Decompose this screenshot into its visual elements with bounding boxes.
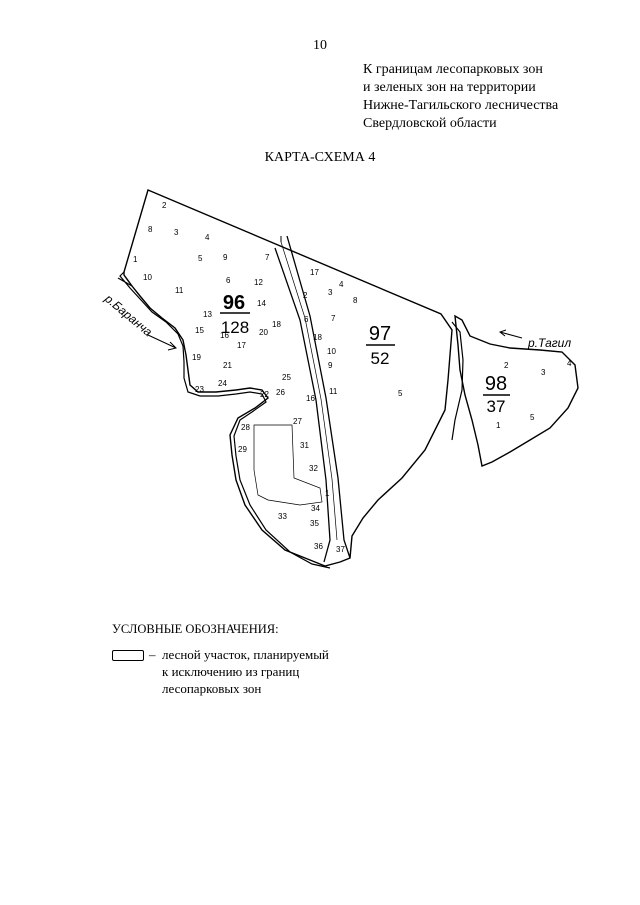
plot-number: 23 xyxy=(195,385,204,394)
plot-number: 18 xyxy=(313,333,322,342)
map-title: КАРТА-СХЕМА 4 xyxy=(264,150,376,165)
plot-number: 9 xyxy=(223,253,228,262)
plot-number: 20 xyxy=(259,328,268,337)
plot-number: 15 xyxy=(195,326,204,335)
block-number: 98 xyxy=(485,373,507,395)
plot-number: 19 xyxy=(192,353,201,362)
plot-number: 27 xyxy=(293,417,302,426)
plot-number: 16 xyxy=(306,394,315,403)
legend-dash: – xyxy=(149,647,156,662)
plot-number: 26 xyxy=(276,388,285,397)
plot-number: 37 xyxy=(336,545,345,554)
block-label-96: 96 128 xyxy=(220,292,250,337)
plot-number: 1 xyxy=(496,421,501,430)
plot-number: 25 xyxy=(282,373,291,382)
legend-text: лесной участок, планируемый к исключению… xyxy=(162,646,329,697)
plot-number: 4 xyxy=(339,280,344,289)
plot-number: 7 xyxy=(331,314,336,323)
header-line: Свердловской области xyxy=(363,116,497,131)
plot-number: 16 xyxy=(220,331,229,340)
plot-number: 5 xyxy=(530,413,535,422)
plot-number: 11 xyxy=(175,286,184,295)
plot-number: 5 xyxy=(398,389,403,398)
plot-number: 17 xyxy=(310,268,319,277)
block-number: 97 xyxy=(369,323,391,345)
plot-number: 34 xyxy=(311,504,320,513)
legend-line: лесной участок, планируемый xyxy=(162,647,329,662)
plot-number: 4 xyxy=(205,233,210,242)
block-area: 37 xyxy=(487,397,506,416)
plot-number: 36 xyxy=(314,542,323,551)
plot-number: 24 xyxy=(218,379,227,388)
plot-number: 3 xyxy=(174,228,179,237)
plot-number: 1 xyxy=(325,489,330,498)
plot-number: 2 xyxy=(162,201,167,210)
plot-number: 12 xyxy=(254,278,263,287)
plot-number: 10 xyxy=(143,273,152,282)
plot-number: 14 xyxy=(257,299,266,308)
plot-number: 11 xyxy=(329,387,338,396)
plot-number: 6 xyxy=(226,276,231,285)
river-tagil-bank xyxy=(451,321,464,441)
plot-number: 35 xyxy=(310,519,319,528)
legend-swatch xyxy=(112,650,144,661)
plot-number: 4 xyxy=(567,359,572,368)
plot-number: 5 xyxy=(198,254,203,263)
plot-number: 29 xyxy=(238,445,247,454)
block-98-boundary xyxy=(454,314,579,467)
document-header: К границам лесопарковых зон и зеленых зо… xyxy=(363,61,558,133)
plot-number: 13 xyxy=(203,310,212,319)
block-label-97: 97 52 xyxy=(366,323,395,368)
plot-numbers: 2 8 3 4 1 5 9 7 10 6 12 11 14 13 18 15 2… xyxy=(133,201,572,554)
legend-title: УСЛОВНЫЕ ОБОЗНАЧЕНИЯ: xyxy=(112,622,279,636)
plot-number: 17 xyxy=(237,341,246,350)
river-label-barancha: р.Баранча xyxy=(101,291,155,339)
excluded-plot xyxy=(253,424,323,506)
plot-number: 28 xyxy=(241,423,250,432)
plot-number: 8 xyxy=(353,296,358,305)
road-strip-center xyxy=(280,241,338,541)
plot-number: 1 xyxy=(133,255,138,264)
river-bank-line xyxy=(117,271,331,569)
plot-number: 6 xyxy=(304,315,309,324)
plot-number: 3 xyxy=(328,288,333,297)
plot-number: 32 xyxy=(309,464,318,473)
legend-line: лесопарковых зон xyxy=(162,681,262,696)
block-label-98: 98 37 xyxy=(483,373,510,416)
legend-line: к исключению из границ xyxy=(162,664,300,679)
plot-number: 33 xyxy=(278,512,287,521)
river-label-tagil: р.Тагил xyxy=(527,336,571,350)
main-block-boundary xyxy=(123,189,453,567)
river-flow-arrow xyxy=(498,329,523,339)
block-area: 52 xyxy=(371,349,390,368)
plot-number: 7 xyxy=(265,253,270,262)
header-line: и зеленых зон на территории xyxy=(363,80,536,95)
river-flow-arrow xyxy=(147,334,177,351)
plot-number: 21 xyxy=(223,361,232,370)
plot-number: 8 xyxy=(148,225,153,234)
plot-number: 2 xyxy=(504,361,509,370)
plot-number: 18 xyxy=(272,320,281,329)
plot-number: 9 xyxy=(328,361,333,370)
plot-number: 31 xyxy=(300,441,309,450)
block-number: 96 xyxy=(223,292,245,314)
road-strip-left xyxy=(274,247,331,563)
header-line: Нижне-Тагильского лесничества xyxy=(363,98,559,113)
plot-number: 22 xyxy=(260,390,269,399)
plot-number: 3 xyxy=(541,368,546,377)
header-line: К границам лесопарковых зон xyxy=(363,62,543,77)
plot-number: 2 xyxy=(303,291,308,300)
plot-number: 10 xyxy=(327,347,336,356)
road-strip-right xyxy=(286,235,351,559)
page-number: 10 xyxy=(313,38,327,53)
block-area: 128 xyxy=(221,318,249,337)
